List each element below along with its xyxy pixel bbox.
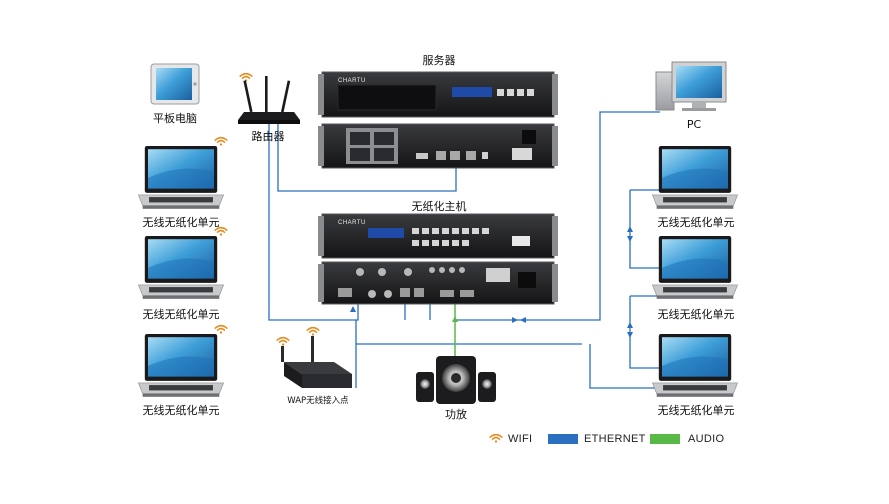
audio-arrows (452, 316, 458, 322)
right-laptop-2 (652, 236, 738, 300)
left-laptop-2 (138, 226, 228, 300)
right-laptop-1 (652, 146, 738, 210)
legend-ethernet-swatch (548, 434, 578, 444)
laptop-icon (138, 334, 224, 398)
tablet-label: 平板电脑 (153, 112, 197, 125)
server-brand: CHARTU (338, 78, 366, 84)
laptop-icon (652, 236, 738, 300)
pc-label: PC (686, 118, 702, 131)
tablet-icon (150, 63, 200, 105)
router-label: 路由器 (251, 130, 285, 143)
legend-wifi-icon (489, 433, 503, 443)
server-device: CHARTU (318, 71, 558, 169)
legend (489, 433, 680, 444)
host-device: CHARTU (318, 213, 558, 305)
laptop-icon (138, 236, 224, 300)
router-icon (238, 72, 300, 124)
server-label: 服务器 (422, 54, 456, 67)
desktop-pc-icon (655, 61, 727, 111)
wifi-icon (276, 336, 290, 346)
laptop-icon (652, 334, 738, 398)
legend-wifi-label: WIFI (508, 433, 533, 445)
host-brand: CHARTU (338, 220, 366, 226)
speaker-icon (416, 356, 496, 404)
ethernet-lines (268, 111, 660, 389)
left-unit-label-3: 无线无纸化单元 (142, 404, 220, 417)
wifi-icon (306, 326, 320, 336)
host-label: 无纸化主机 (411, 200, 467, 213)
amplifier-label: 功放 (445, 408, 467, 421)
access-point-icon (276, 326, 352, 388)
right-laptop-3 (652, 334, 738, 398)
wifi-icon (214, 136, 228, 146)
left-laptop-3 (138, 324, 228, 398)
left-laptop-1 (138, 136, 228, 210)
ethernet-arrows (350, 226, 633, 338)
right-unit-label-3: 无线无纸化单元 (657, 404, 735, 417)
legend-audio-swatch (650, 434, 680, 444)
right-unit-label-1: 无线无纸化单元 (657, 216, 735, 229)
laptop-icon (652, 146, 738, 210)
legend-audio-label: AUDIO (688, 433, 725, 445)
legend-ethernet-label: ETHERNET (584, 433, 646, 445)
right-unit-label-2: 无线无纸化单元 (657, 308, 735, 321)
laptop-icon (138, 146, 224, 210)
wap-label: WAP无线接入点 (287, 396, 349, 406)
left-unit-label-1: 无线无纸化单元 (142, 216, 220, 229)
wifi-icon (214, 324, 228, 334)
left-unit-label-2: 无线无纸化单元 (142, 308, 220, 321)
